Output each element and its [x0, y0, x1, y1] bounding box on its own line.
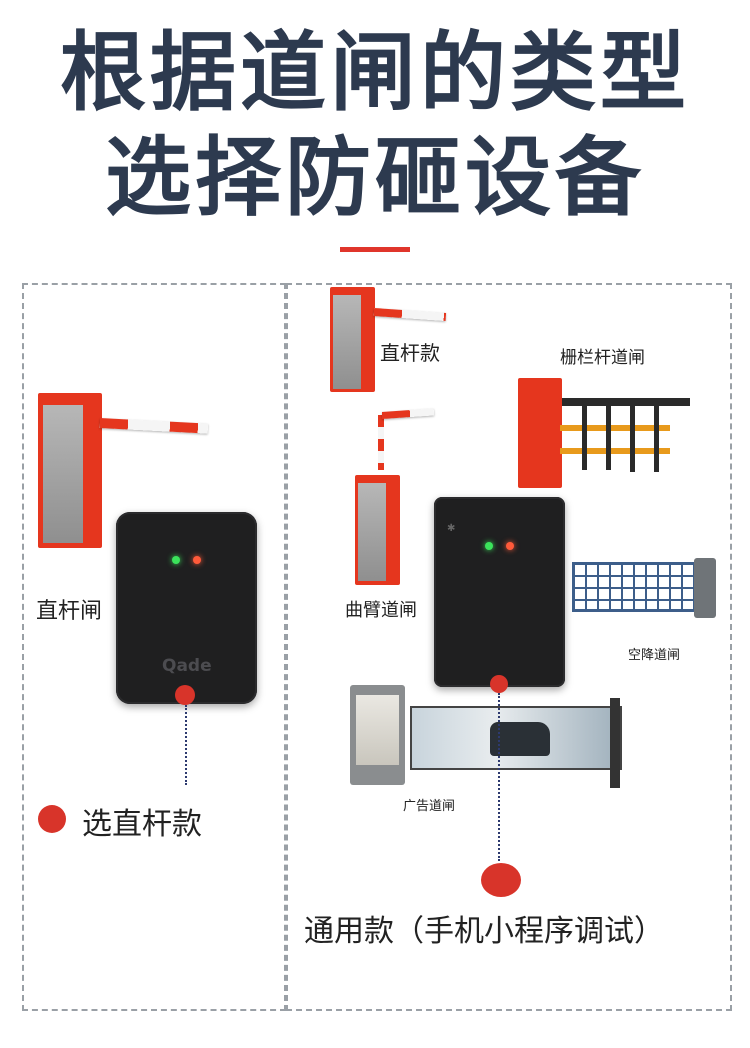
fence-gate-label: 栅栏杆道闸 [560, 348, 645, 368]
title-underline [340, 247, 410, 252]
right-panel [286, 283, 732, 1011]
straight-style-label: 直杆款 [380, 341, 440, 365]
page-title-line-1: 根据道闸的类型 [60, 23, 690, 123]
pointer-dot [175, 685, 195, 705]
advertising-gate-label: 广告道闸 [403, 799, 456, 814]
universal-reader-device: ✱ [434, 497, 565, 687]
page-title-line-2: 选择防砸设备 [105, 128, 645, 228]
left-panel [22, 283, 286, 1011]
airdrop-gate-label: 空降道闸 [628, 648, 681, 663]
pointer-line [498, 693, 500, 861]
bluetooth-icon: ✱ [447, 523, 456, 534]
option-bullet-icon [481, 863, 521, 897]
straight-gate-label: 直杆闸 [36, 599, 103, 624]
option-bullet-icon [38, 805, 66, 833]
reader-brand-logo: Qade [162, 656, 212, 676]
pointer-dot [490, 675, 508, 693]
left-option-label: 选直杆款 [82, 807, 202, 842]
red-led-icon [193, 556, 201, 564]
pointer-line [185, 705, 187, 785]
right-option-label: 通用款（手机小程序调试） [304, 914, 664, 949]
red-led-icon [506, 542, 514, 550]
green-led-icon [172, 556, 180, 564]
curved-arm-label: 曲臂道闸 [345, 600, 417, 621]
green-led-icon [485, 542, 493, 550]
anti-smash-reader-device: Qade [116, 512, 257, 704]
